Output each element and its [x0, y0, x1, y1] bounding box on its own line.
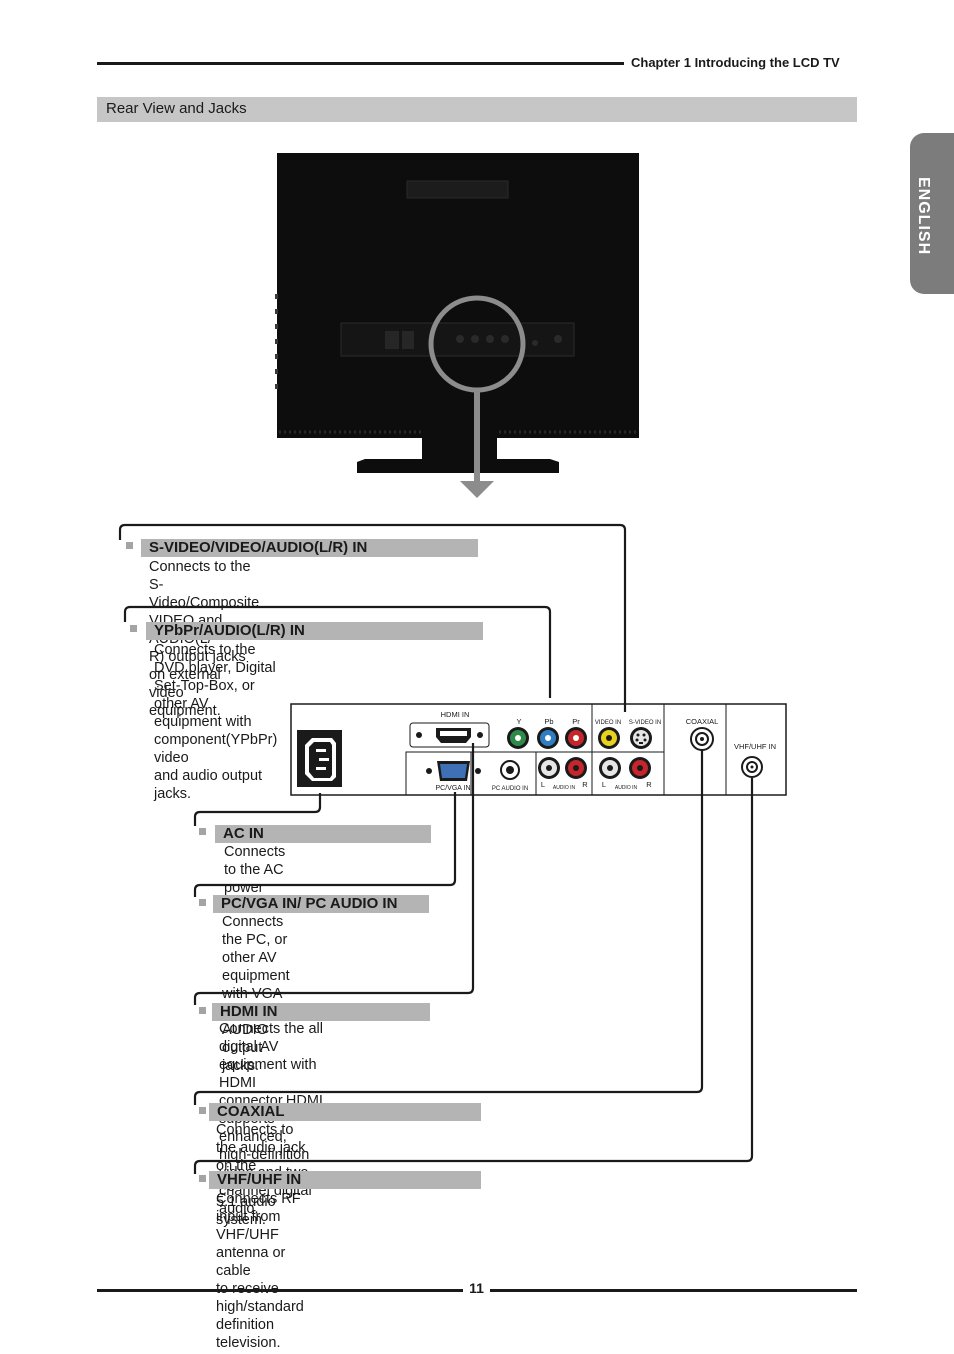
leader-vhf-uhf — [193, 778, 754, 1174]
callout-title-bar: VHF/UHF IN — [209, 1171, 481, 1189]
ac-in-socket — [297, 730, 342, 787]
page-number: 11 — [469, 1280, 484, 1296]
av-audio-in-label: AUDIO IN — [615, 785, 638, 791]
callout-title-bar: S-VIDEO/VIDEO/AUDIO(L/R) IN — [141, 539, 478, 557]
bullet-square — [199, 828, 206, 835]
pc-audio-jack — [500, 760, 520, 780]
callout-description: Connects the PC, or other AV equipment w… — [222, 913, 290, 1075]
footer-rule-right — [490, 1289, 857, 1292]
desc-line: Connects to the audio jack on the digita… — [216, 1122, 314, 1228]
callout-title-bar: PC/VGA IN/ PC AUDIO IN — [213, 895, 429, 913]
hdmi-port — [409, 722, 490, 748]
component-audio-left-jack — [538, 757, 560, 779]
callout-title-bar: YPbPr/AUDIO(L/R) IN — [146, 622, 483, 640]
y-label: Y — [516, 717, 521, 726]
desc-line: and audio output jacks. — [154, 768, 263, 802]
coaxial-jack — [690, 727, 714, 751]
pc-audio-in-label: PC AUDIO IN — [492, 786, 528, 792]
leader-ypbpr — [123, 605, 552, 698]
callout-description: Connects to the audio jack on the digita… — [216, 1121, 314, 1229]
jack-panel: HDMI IN Y Pb Pr VIDEO IN S-VIDEO IN COAX… — [290, 703, 787, 796]
svideo-in-label: S-VIDEO IN — [629, 720, 661, 726]
leader-lines — [118, 523, 754, 1174]
callout-title-bar: AC IN — [215, 825, 431, 843]
callout-title: VHF/UHF IN — [217, 1171, 302, 1188]
desc-line: R) output jacks on external video equipm… — [149, 649, 246, 719]
bullet-square — [130, 625, 137, 632]
component-y-jack — [507, 727, 529, 749]
desc-line: output jacks. — [222, 1040, 263, 1074]
pc-vga-in-label: PC/VGA IN — [435, 785, 470, 792]
callout-title-bar: HDMI IN — [212, 1003, 430, 1021]
bullet-square — [199, 899, 206, 906]
language-tab: ENGLISH — [910, 133, 954, 294]
component-pb-jack — [537, 727, 559, 749]
callout-title: COAXIAL — [217, 1103, 285, 1120]
video-in-jack — [598, 727, 620, 749]
callout-description: Connects to the DVD player, Digital Set-… — [154, 641, 277, 803]
callout-title: HDMI IN — [220, 1003, 278, 1020]
pr-label: Pr — [572, 717, 580, 726]
bullet-square — [126, 542, 133, 549]
callout-title: AC IN — [223, 825, 264, 842]
component-audio-in-label: AUDIO IN — [553, 785, 576, 791]
callout-description: Connects RF input from VHF/UHF antenna o… — [216, 1190, 304, 1352]
callout-title: S-VIDEO/VIDEO/AUDIO(L/R) IN — [149, 539, 368, 556]
section-header-bar: Rear View and Jacks — [97, 97, 857, 122]
component-pr-jack — [565, 727, 587, 749]
leader-ac-in — [193, 793, 322, 826]
av-r-label: R — [646, 780, 652, 789]
callout-description: Connects to the S-Video/Composite VIDEO … — [149, 558, 259, 720]
coaxial-label: COAXIAL — [686, 717, 719, 726]
callout-title-bar: COAXIAL — [209, 1103, 481, 1121]
av-audio-left-jack — [599, 757, 621, 779]
pb-label: Pb — [544, 717, 553, 726]
chapter-title: Chapter 1 Introducing the LCD TV — [631, 55, 840, 70]
leader-svideo — [118, 523, 627, 712]
bullet-square — [199, 1007, 206, 1014]
callout-title: PC/VGA IN/ PC AUDIO IN — [221, 895, 398, 912]
component-audio-right-jack — [565, 757, 587, 779]
bullet-square — [199, 1107, 206, 1114]
desc-line: Connects RF input from VHF/UHF antenna o… — [216, 1191, 301, 1279]
leader-coaxial — [193, 750, 704, 1105]
svideo-in-jack — [630, 727, 652, 749]
hdmi-in-label: HDMI IN — [441, 710, 470, 719]
leader-pc-vga — [193, 792, 457, 897]
header-rule — [97, 62, 624, 65]
section-title: Rear View and Jacks — [106, 100, 247, 117]
desc-line: other AV equipment with component(YPbPr)… — [154, 696, 278, 766]
desc-line: to receive high/standard definition tele… — [216, 1281, 304, 1351]
bullet-square — [199, 1175, 206, 1182]
callout-title: YPbPr/AUDIO(L/R) IN — [154, 622, 305, 639]
av-l-label: L — [602, 780, 606, 789]
desc-line: Connects the PC, or other AV — [222, 914, 288, 966]
component-l-label: L — [541, 780, 545, 789]
tv-back-illustration — [275, 153, 639, 473]
desc-line: Connects to the DVD player, Digital Set-… — [154, 642, 276, 694]
footer-rule-left — [97, 1289, 463, 1292]
zoom-indicator — [428, 295, 526, 498]
vhf-uhf-jack — [741, 756, 763, 778]
desc-line: Connects the all digital AV equipment wi… — [219, 1021, 323, 1091]
video-in-label: VIDEO IN — [595, 720, 621, 726]
component-r-label: R — [582, 780, 588, 789]
vhf-uhf-label: VHF/UHF IN — [734, 742, 776, 751]
leader-hdmi — [193, 743, 475, 1005]
av-audio-right-jack — [629, 757, 651, 779]
desc-line: equipment with VGA and AUDIO — [222, 968, 290, 1038]
vga-port — [426, 761, 481, 781]
